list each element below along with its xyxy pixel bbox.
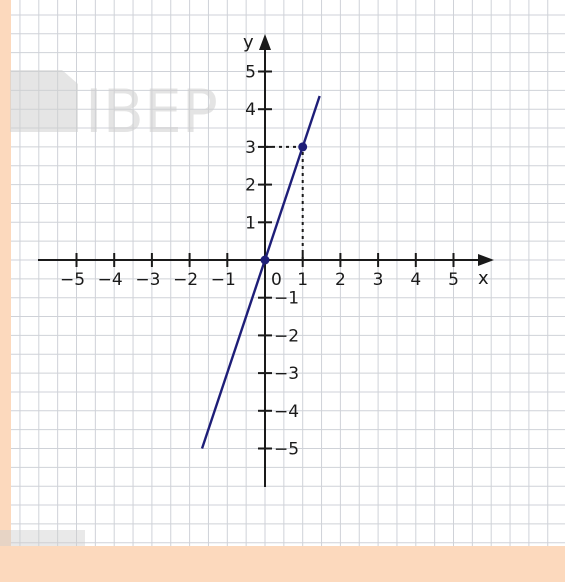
y-tick-label: −3 bbox=[274, 364, 299, 384]
series-lines bbox=[200, 95, 321, 449]
tick-marks bbox=[75, 70, 455, 450]
y-tick-label: 4 bbox=[245, 100, 256, 120]
series-line bbox=[200, 95, 321, 449]
y-axis-arrow bbox=[259, 34, 271, 50]
x-tick-label: 1 bbox=[297, 270, 308, 290]
x-tick-label: −3 bbox=[135, 270, 160, 290]
guide-lines bbox=[265, 145, 304, 260]
data-points bbox=[260, 142, 308, 265]
watermark-logo-shape bbox=[10, 70, 78, 132]
x-tick-label: 5 bbox=[448, 270, 459, 290]
x-tick-label: 3 bbox=[373, 270, 384, 290]
y-tick-label: −5 bbox=[274, 440, 299, 460]
x-axis-arrow bbox=[478, 254, 494, 266]
x-tick-label: 2 bbox=[335, 270, 346, 290]
y-tick-label: 1 bbox=[245, 213, 256, 233]
y-axis-label: y bbox=[243, 32, 254, 53]
origin-label: 0 bbox=[271, 270, 282, 290]
y-tick-label: 3 bbox=[245, 138, 256, 158]
watermark: IBEP bbox=[0, 70, 218, 546]
x-tick-label: −4 bbox=[98, 270, 123, 290]
y-tick-label: −1 bbox=[274, 289, 299, 309]
x-tick-label: 4 bbox=[410, 270, 421, 290]
grid bbox=[11, 0, 565, 546]
x-tick-label: −5 bbox=[60, 270, 85, 290]
y-tick-label: −4 bbox=[274, 402, 299, 422]
x-tick-label: −1 bbox=[211, 270, 236, 290]
data-point bbox=[260, 255, 270, 265]
x-tick-label: −2 bbox=[173, 270, 198, 290]
y-tick-label: −2 bbox=[274, 326, 299, 346]
data-point bbox=[298, 142, 308, 152]
watermark-bottom-shape bbox=[0, 530, 85, 546]
watermark-text: IBEP bbox=[85, 77, 218, 147]
y-tick-label: 5 bbox=[245, 63, 256, 83]
x-axis-label: x bbox=[478, 268, 489, 289]
y-tick-label: 2 bbox=[245, 176, 256, 196]
